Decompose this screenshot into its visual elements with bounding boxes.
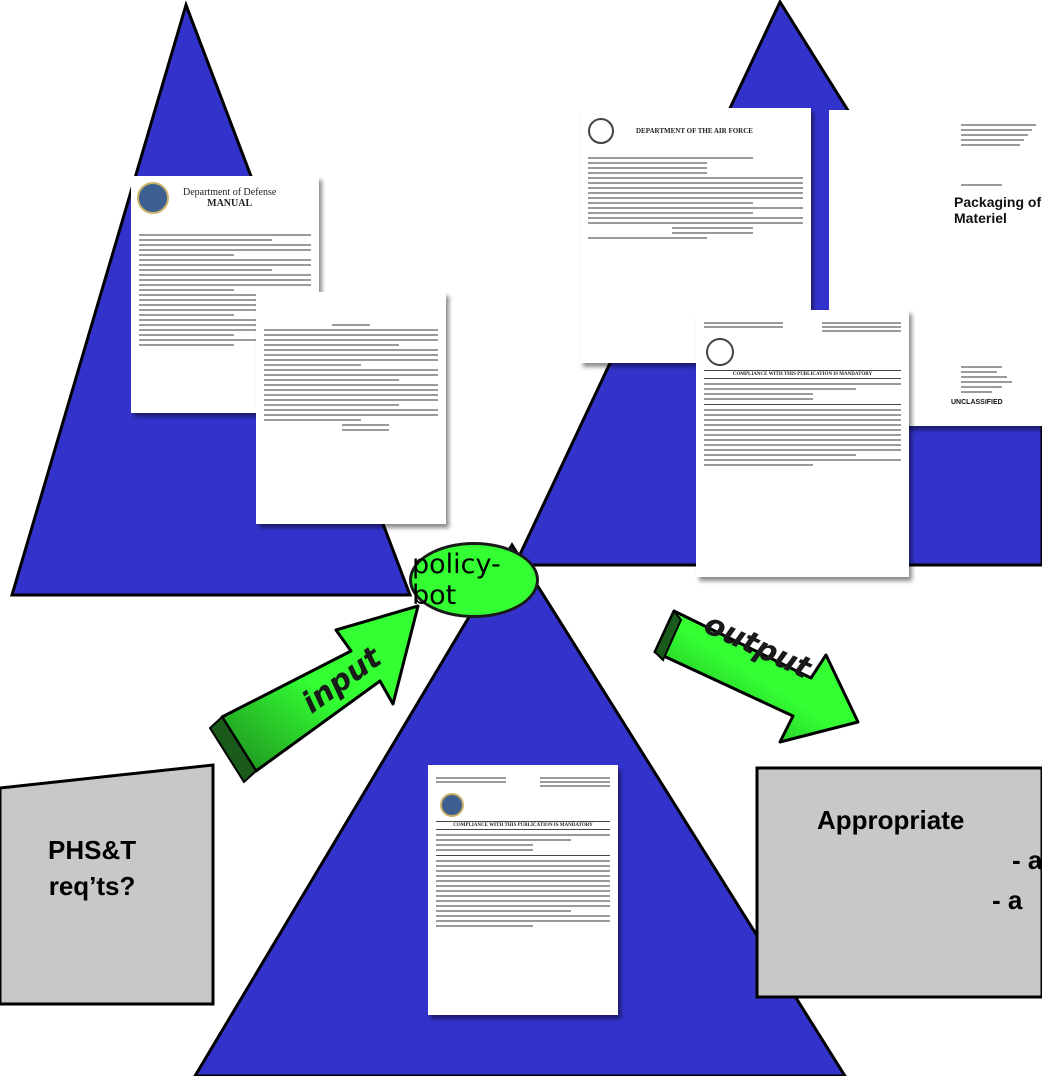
af-manual-compliance-document: COMPLIANCE WITH THIS PUBLICATION IS MAND… xyxy=(696,310,909,577)
input-arrow xyxy=(208,604,420,784)
right-result-box xyxy=(755,766,1042,999)
dod-manual-type: MANUAL xyxy=(207,198,253,209)
compliance-banner: COMPLIANCE WITH THIS PUBLICATION IS MAND… xyxy=(704,370,901,379)
afmc-instruction-document: COMPLIANCE WITH THIS PUBLICATION IS MAND… xyxy=(428,765,618,1015)
dod-seal-icon xyxy=(137,182,169,214)
policy-bot-node: policy-bot xyxy=(409,542,539,618)
output-arrow xyxy=(653,609,860,744)
army-regulation-footer: UNCLASSIFIED xyxy=(951,399,1003,406)
policy-bot-label: policy-bot xyxy=(412,549,501,611)
dod-typed-memo-document xyxy=(256,292,446,524)
right-box-line-3: - a xyxy=(992,885,1023,915)
right-box-line-2: - a xyxy=(1012,845,1042,875)
afmc-seal-icon xyxy=(440,793,464,817)
left-box-line-2: req’ts? xyxy=(48,871,136,901)
af-memo-org: DEPARTMENT OF THE AIR FORCE xyxy=(636,127,753,135)
right-box-text-clip: Appropriate - a - a xyxy=(760,790,1042,990)
left-requirements-box xyxy=(0,763,215,1006)
army-regulation-title-2: Materiel xyxy=(954,210,1007,226)
army-regulation-title-1: Packaging of xyxy=(954,194,1042,210)
afmc-banner: COMPLIANCE WITH THIS PUBLICATION IS MAND… xyxy=(436,821,610,830)
right-box-line-1: Appropriate xyxy=(817,805,965,835)
dod-manual-org: Department of Defense xyxy=(183,187,277,198)
left-box-line-1: PHS&T xyxy=(48,835,137,865)
compliance-seal-icon xyxy=(706,338,734,366)
af-seal-icon xyxy=(588,118,614,144)
left-box-text: PHS&T req’ts? xyxy=(48,832,136,904)
